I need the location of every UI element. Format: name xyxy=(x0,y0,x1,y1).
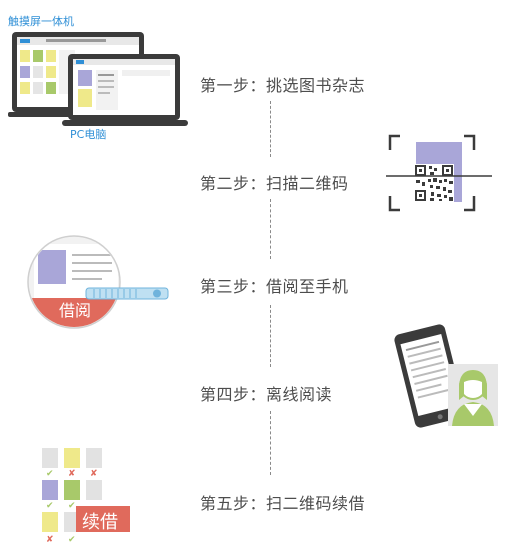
step-5-label: 第五步：扫二维码续借 xyxy=(200,494,366,513)
reader-avatar-icon xyxy=(448,364,498,426)
connector-2 xyxy=(270,199,271,259)
renew-badge: 续借 xyxy=(82,512,118,533)
svg-text:✔: ✔ xyxy=(46,501,54,511)
svg-text:✔: ✔ xyxy=(68,535,76,545)
svg-text:✔: ✔ xyxy=(68,501,76,511)
renew-illustration: ✔ ✘ ✘ ✔ ✔ ✘ ✔ xyxy=(36,446,132,546)
touchscreen-label: 触摸屏一体机 xyxy=(8,15,74,28)
svg-text:✘: ✘ xyxy=(68,469,76,479)
step-3-label: 第三步：借阅至手机 xyxy=(200,277,349,296)
offline-reading-illustration xyxy=(394,324,498,428)
step-4-label: 第四步：离线阅读 xyxy=(200,385,333,404)
borrow-illustration xyxy=(27,235,169,329)
svg-text:✘: ✘ xyxy=(90,469,98,479)
connector-4 xyxy=(270,411,271,475)
computer-devices-illustration xyxy=(8,32,188,126)
svg-text:✘: ✘ xyxy=(46,535,54,545)
pc-label: PC电脑 xyxy=(70,128,107,141)
connector-3 xyxy=(270,305,271,367)
step-2-label: 第二步：扫描二维码 xyxy=(200,174,349,193)
qr-scan-icon xyxy=(386,134,492,212)
borrow-badge: 借阅 xyxy=(59,301,92,320)
step-1-label: 第一步：挑选图书杂志 xyxy=(200,76,366,95)
connector-1 xyxy=(270,101,271,157)
svg-text:✔: ✔ xyxy=(46,469,54,479)
